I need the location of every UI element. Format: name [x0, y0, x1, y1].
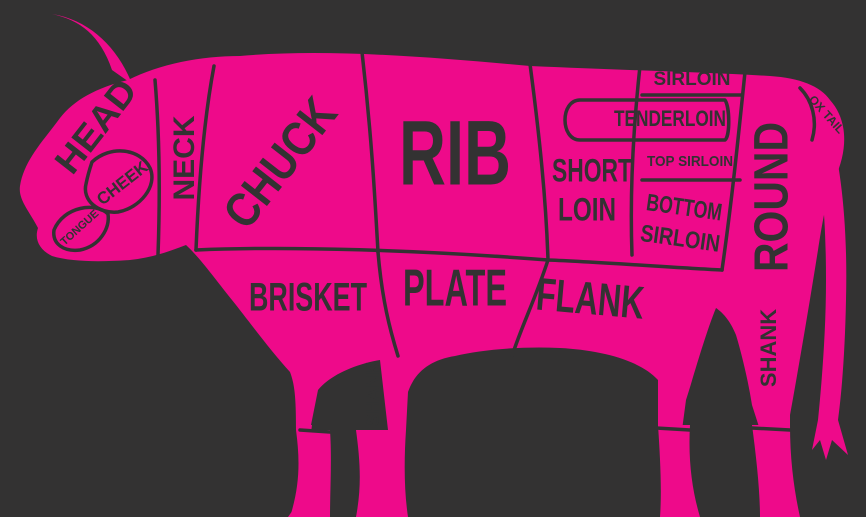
flank-label: FLANK: [534, 268, 646, 329]
top-sirloin-label: TOP SIRLOIN: [647, 153, 733, 170]
short-loin-label-line1: SHORT: [552, 152, 632, 188]
rib-label: RIB: [399, 102, 511, 204]
hind-shank-label: SHANK: [756, 309, 781, 387]
neck-label: NECK: [168, 115, 201, 200]
round-label: ROUND: [746, 122, 799, 272]
short-loin-label-line2: LOIN: [558, 191, 616, 227]
brisket-label: BRISKET: [249, 276, 367, 320]
front-shank-label: SHANK: [363, 362, 383, 426]
plate-label: PLATE: [403, 260, 507, 318]
tenderloin-label: TENDERLOIN: [614, 106, 726, 131]
sirloin-label: SIRLOIN: [653, 69, 730, 90]
